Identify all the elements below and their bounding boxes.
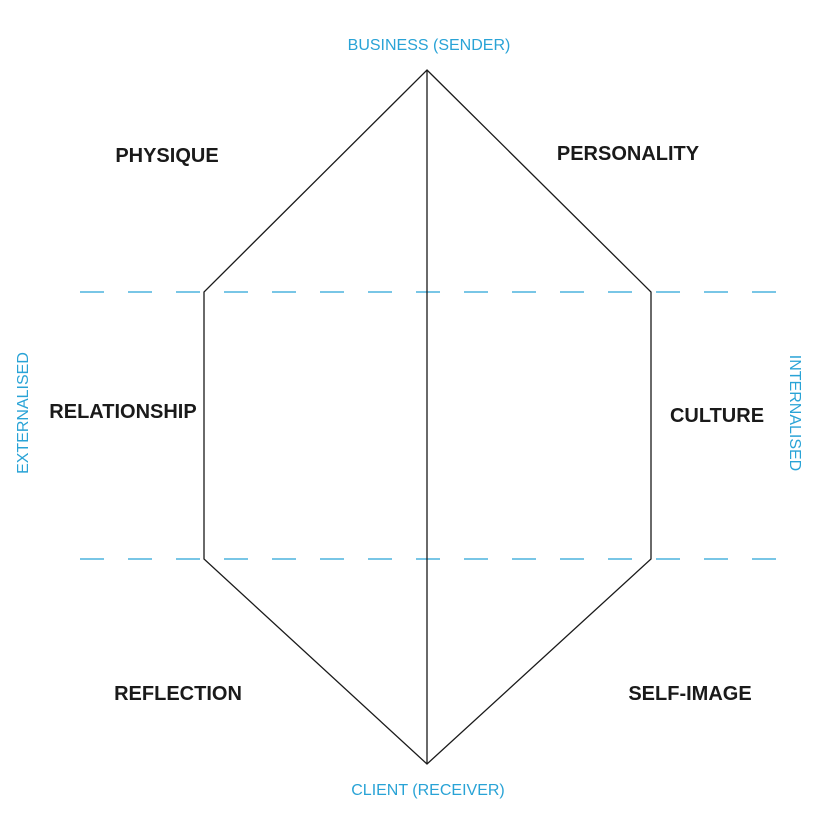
sender-label: BUSINESS (SENDER)	[348, 37, 511, 54]
internalised-label: INTERNALISED	[786, 355, 803, 471]
facet-reflection: REFLECTION	[114, 683, 242, 705]
receiver-label: CLIENT (RECEIVER)	[351, 782, 505, 799]
facet-physique: PHYSIQUE	[115, 145, 218, 167]
facet-culture: CULTURE	[670, 405, 764, 427]
facet-relationship: RELATIONSHIP	[49, 401, 196, 423]
facet-personality: PERSONALITY	[557, 143, 700, 165]
facet-self-image: SELF-IMAGE	[628, 683, 751, 705]
externalised-label: EXTERNALISED	[15, 352, 32, 474]
